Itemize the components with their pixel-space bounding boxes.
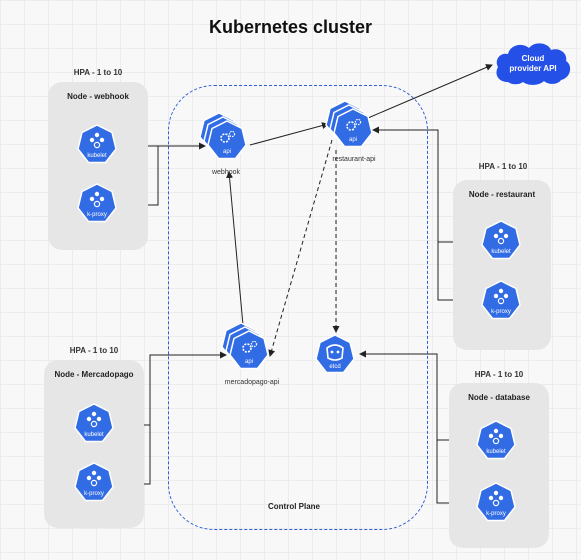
service-etcd-badge: etcd xyxy=(329,364,340,370)
control-plane-boundary xyxy=(168,85,428,530)
diagram-title: Kubernetes cluster xyxy=(208,17,373,37)
wire-restaurant-mercadopago xyxy=(268,139,333,357)
kubelet-restaurant: kubelet xyxy=(480,220,522,262)
etcd-icon: etcd xyxy=(315,334,355,374)
cloud-label-line1: Cloud xyxy=(521,54,545,63)
node-title-restaurant: Node - restaurant xyxy=(468,190,536,199)
service-etcd: etcd xyxy=(314,334,356,376)
service-restaurant-badge: api xyxy=(349,137,357,143)
kubelet-database-text: kubelet xyxy=(486,449,506,455)
wire-mercadopago-webhook xyxy=(226,171,244,326)
service-webhook-badge: api xyxy=(223,149,231,155)
control-plane-label: Control Plane xyxy=(268,502,321,511)
service-mercadopago-label: mercadopago-api xyxy=(224,379,280,386)
kproxy-icon: k-proxy xyxy=(481,280,521,320)
kubelet-icon: kubelet xyxy=(481,220,521,260)
api-stack-icon: api xyxy=(325,100,373,148)
hpa-label-mercadopago: HPA - 1 to 10 xyxy=(69,346,119,355)
wire-webhook-restaurant xyxy=(249,122,329,146)
kubelet-icon: kubelet xyxy=(476,420,516,460)
kubelet-database: kubelet xyxy=(475,420,517,462)
api-stack-icon: api xyxy=(221,322,269,370)
kubelet-mercadopago-text: kubelet xyxy=(84,432,104,438)
node-title-database: Node - database xyxy=(468,393,530,402)
service-mercadopago: api xyxy=(220,322,276,378)
hpa-label-restaurant: HPA - 1 to 10 xyxy=(478,162,528,171)
kproxy-database-text: k-proxy xyxy=(486,511,506,517)
kproxy-mercadopago: k-proxy xyxy=(73,462,115,504)
kproxy-webhook: k-proxy xyxy=(76,183,118,225)
node-title-mercadopago: Node - Mercadopago xyxy=(54,370,134,379)
node-title-webhook: Node - webhook xyxy=(67,92,129,101)
kubelet-mercadopago: kubelet xyxy=(73,403,115,445)
cloud-label-line2: provider API xyxy=(509,64,557,73)
service-restaurant-label: restaurant-api xyxy=(332,156,376,163)
kproxy-webhook-text: k-proxy xyxy=(87,212,107,218)
hpa-label-webhook: HPA - 1 to 10 xyxy=(73,68,123,77)
kubelet-icon: kubelet xyxy=(74,403,114,443)
kproxy-icon: k-proxy xyxy=(476,482,516,522)
kubelet-icon: kubelet xyxy=(77,124,117,164)
service-mercadopago-badge: api xyxy=(245,359,253,365)
service-webhook-label: webhook xyxy=(211,169,241,176)
kproxy-mercadopago-text: k-proxy xyxy=(84,491,104,497)
kproxy-restaurant: k-proxy xyxy=(480,280,522,322)
service-webhook: api xyxy=(198,112,254,168)
kproxy-icon: k-proxy xyxy=(77,183,117,223)
service-restaurant: api xyxy=(324,100,380,156)
cloud-icon xyxy=(496,43,571,85)
node-mercadopago: Node - Mercadopago xyxy=(44,360,144,528)
cloud-provider-api: Cloud provider API xyxy=(492,38,574,88)
kproxy-icon: k-proxy xyxy=(74,462,114,502)
api-stack-icon: api xyxy=(199,112,247,160)
kproxy-restaurant-text: k-proxy xyxy=(491,309,511,315)
kubelet-webhook: kubelet xyxy=(76,124,118,166)
kubelet-restaurant-text: kubelet xyxy=(491,249,511,255)
hpa-label-database: HPA - 1 to 10 xyxy=(474,370,524,379)
kproxy-database: k-proxy xyxy=(475,482,517,524)
kubelet-webhook-text: kubelet xyxy=(87,153,107,159)
node-restaurant: Node - restaurant xyxy=(453,180,551,350)
